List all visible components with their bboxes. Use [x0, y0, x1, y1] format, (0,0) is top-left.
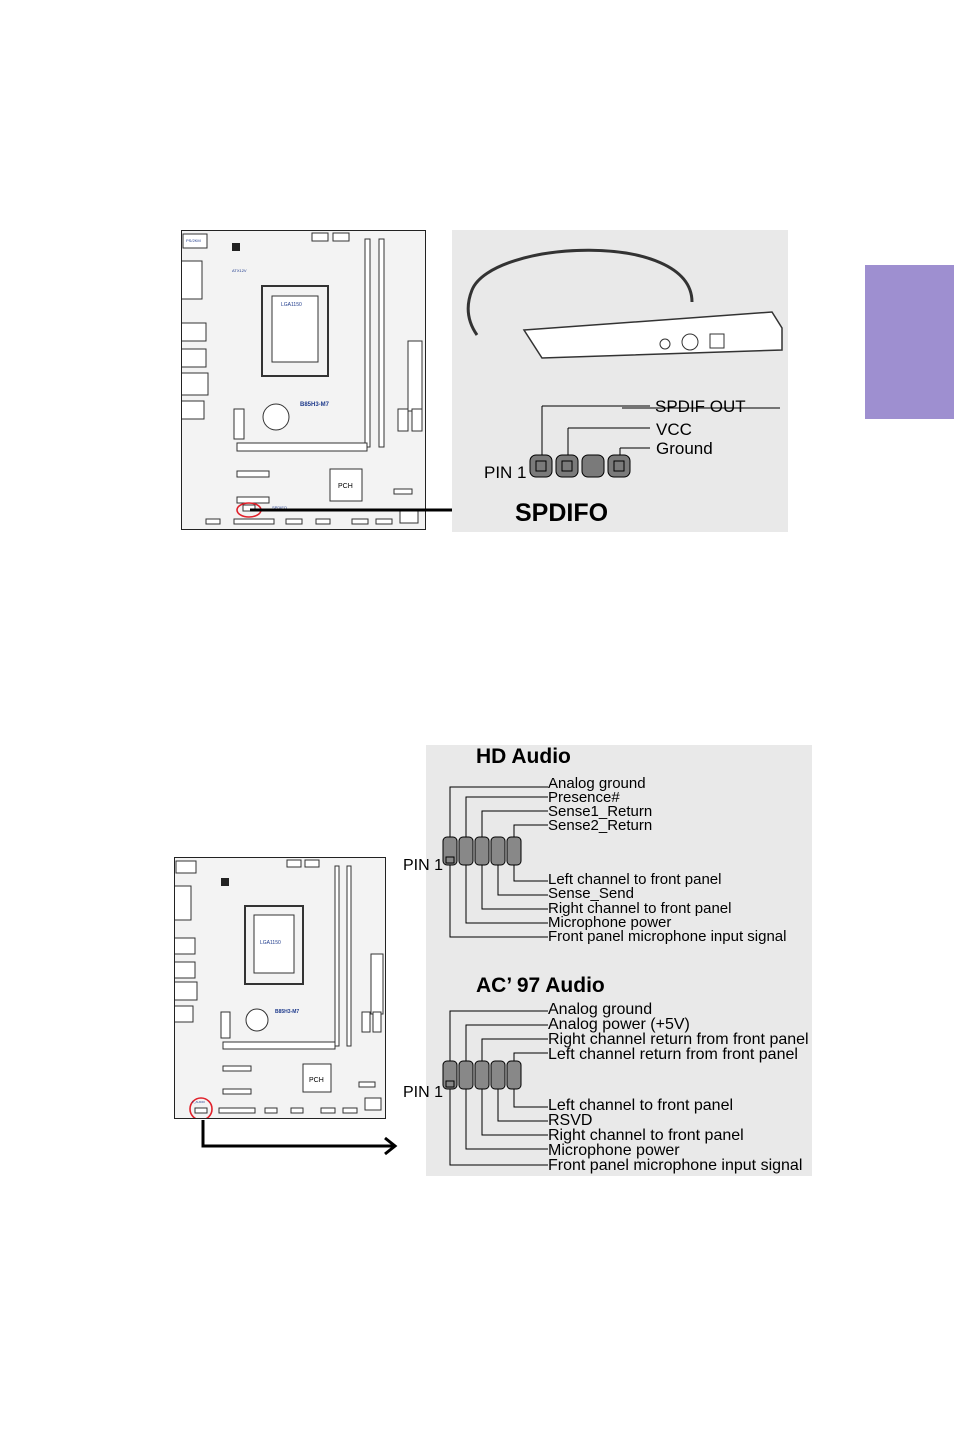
hd-audio-bottom-label-1: Sense_Send [548, 885, 634, 902]
ac97-top-label-2: Right channel return from front panel [548, 1031, 809, 1048]
board-label-f-audio: F_AUDIO [192, 1100, 206, 1104]
spdif-connector-panel [452, 230, 788, 532]
ac97-bottom-label-2: Right channel to front panel [548, 1127, 744, 1144]
spdif-label-vcc: VCC [656, 420, 692, 439]
hd-audio-top-label-0: Analog ground [548, 775, 646, 792]
board-label-model: B85H3-M7 [300, 402, 330, 408]
board-label-socket-2: LGA1150 [260, 940, 281, 946]
hd-audio-bottom-label-4: Front panel microphone input signal [548, 928, 787, 945]
hd-audio-top-label-3: Sense2_Return [548, 817, 653, 834]
hd-audio-bottom-label-2: Right channel to front panel [548, 900, 732, 917]
audio-pointer-arrow [201, 1120, 398, 1156]
ac97-audio-pin1: PIN 1 [403, 1084, 444, 1101]
spdif-label-spdif-out: SPDIF OUT [655, 397, 746, 416]
ac97-top-label-3: Left channel return from front panel [548, 1046, 798, 1063]
spdif-bracket-illustration [466, 248, 783, 478]
spdif-title: SPDIFO [515, 499, 609, 527]
ac97-top-label-0: Analog ground [548, 1001, 653, 1018]
spdif-pin1-label: PIN 1 [484, 463, 527, 482]
ac97-audio-header-diagram [442, 1010, 548, 1166]
motherboard-layout-2 [166, 859, 384, 1121]
hd-audio-top-label-1: Presence# [548, 789, 620, 806]
ac97-bottom-label-0: Left channel to front panel [548, 1097, 734, 1114]
board-label-model-2: B85H3-M7 [275, 1009, 300, 1015]
hd-audio-header-diagram [442, 786, 548, 938]
audio-connector-panel [426, 745, 812, 1176]
hd-audio-bottom-label-3: Microphone power [548, 914, 672, 931]
ac97-bottom-label-1: RSVD [548, 1112, 593, 1129]
ac97-top-label-1: Analog power (+5V) [548, 1016, 690, 1033]
board-label-socket: LGA1150 [281, 302, 302, 308]
motherboard-diagram-audio: LGA1150 B85H3-M7 PCH F_AUDIO [166, 857, 386, 1121]
ac97-bottom-label-3: Microphone power [548, 1142, 680, 1159]
hd-audio-pin1: PIN 1 [403, 857, 444, 874]
hd-audio-top-label-2: Sense1_Return [548, 803, 653, 820]
board-label-ps2: PS/2KM [186, 238, 201, 243]
board-label-pch-2: PCH [309, 1077, 324, 1084]
ac97-audio-title: AC’ 97 Audio [476, 974, 605, 997]
hd-audio-bottom-label-0: Left channel to front panel [548, 871, 722, 888]
spdif-label-ground: Ground [656, 439, 713, 458]
board-label-spdifo: SPDIFO [272, 505, 287, 510]
board-label-atx12v: ATX12V [232, 268, 247, 273]
chapter-side-tab [865, 265, 954, 419]
motherboard-diagram-spdif: PS/2KM ATX12V LGA1150 B85H3-M7 PCH SPDIF… [173, 230, 426, 530]
motherboard-layout [173, 232, 423, 525]
board-label-pch: PCH [338, 483, 353, 490]
hd-audio-title: HD Audio [476, 745, 571, 768]
ac97-bottom-label-4: Front panel microphone input signal [548, 1157, 803, 1174]
